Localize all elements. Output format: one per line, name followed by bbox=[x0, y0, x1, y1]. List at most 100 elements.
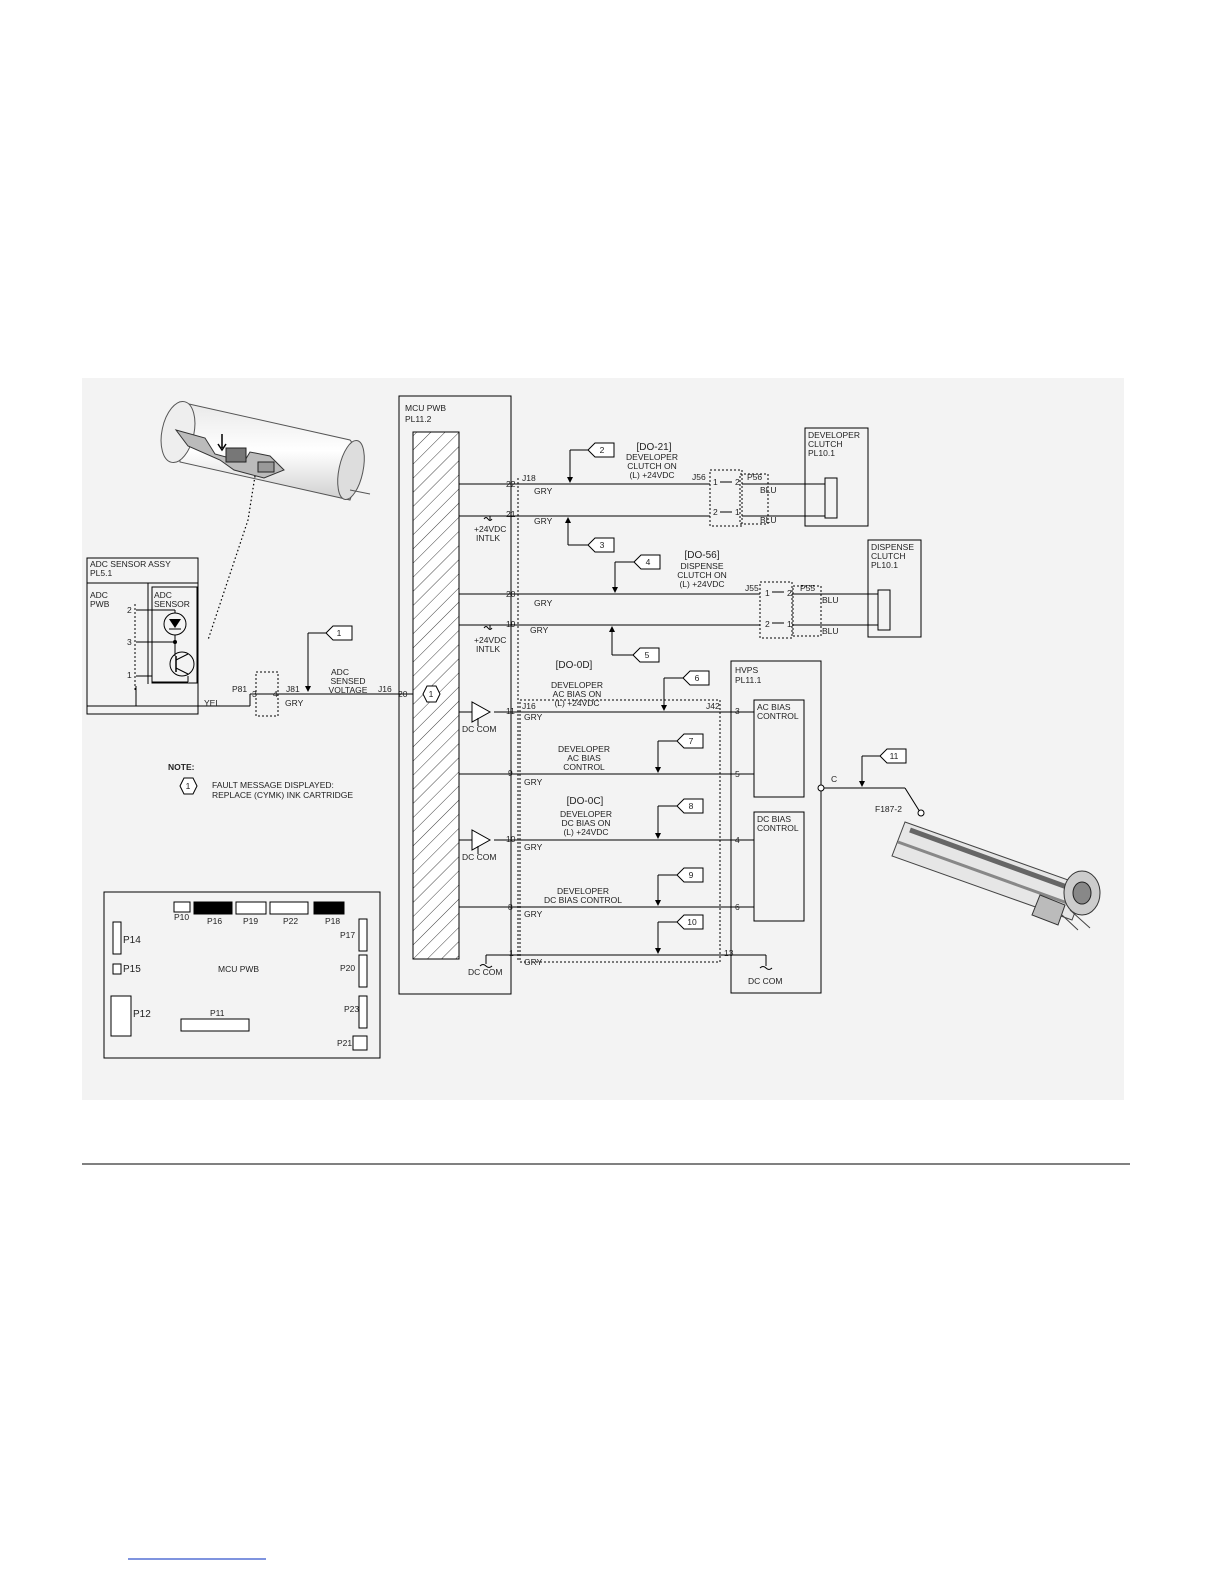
dc-com-mcu: DC COM bbox=[468, 967, 502, 977]
adc-assy-ref: PL5.1 bbox=[90, 568, 112, 578]
callout-10-number: 10 bbox=[687, 917, 697, 927]
ac-ctrl-desc-1: DEVELOPER bbox=[558, 744, 610, 754]
gry-10: GRY bbox=[524, 842, 543, 852]
note-text-1: FAULT MESSAGE DISPLAYED: bbox=[212, 780, 334, 790]
note-title: NOTE: bbox=[168, 762, 195, 772]
callout-8-number: 8 bbox=[689, 801, 694, 811]
gry-19: GRY bbox=[530, 625, 549, 635]
callout-11: 11 bbox=[859, 748, 907, 787]
mcu-board-layout: P10 P16 P19 P22 P18 P14 P15 P12 P11 P17 … bbox=[103, 891, 381, 1059]
board-p18 bbox=[313, 901, 345, 915]
hvps-pin-3: 3 bbox=[735, 706, 740, 716]
blu-disp-1: BLU bbox=[822, 595, 839, 605]
board-p20 bbox=[358, 954, 368, 988]
dc-com-11: DC COM bbox=[462, 724, 496, 734]
j56-p56-connector bbox=[709, 469, 743, 527]
callout-7: 7 bbox=[655, 733, 704, 773]
hvps-pin-13: 13 bbox=[724, 948, 734, 958]
do56-desc-2: CLUTCH ON bbox=[677, 570, 727, 580]
developer-roller-illustration bbox=[891, 821, 1101, 931]
wire-gry-adc-label: GRY bbox=[285, 698, 304, 708]
adc-assy-title: ADC SENSOR ASSY bbox=[90, 559, 171, 569]
callout-2: 2 bbox=[567, 442, 615, 483]
j16-label: J16 bbox=[522, 701, 536, 711]
callout-10: 10 bbox=[655, 914, 704, 954]
j55-p55-connector bbox=[759, 581, 793, 639]
board-p17 bbox=[358, 918, 368, 952]
board-p10-label: P10 bbox=[174, 912, 189, 922]
adc-signal-3: VOLTAGE bbox=[329, 685, 368, 695]
gry-1: GRY bbox=[524, 957, 543, 967]
callout-11-number: 11 bbox=[890, 751, 899, 761]
gry-11: GRY bbox=[524, 712, 543, 722]
callout-1: 1 bbox=[305, 625, 353, 692]
board-p22-label: P22 bbox=[283, 916, 298, 926]
do56-desc-3: (L) +24VDC bbox=[679, 579, 724, 589]
intlk-2-line2: INTLK bbox=[476, 644, 500, 654]
ac-bias-control-box bbox=[753, 699, 805, 798]
ac-box-1: AC BIAS bbox=[757, 702, 791, 712]
phototransistor-icon bbox=[169, 651, 195, 677]
note-text-2: REPLACE (CYMK) INK CARTRIDGE bbox=[212, 790, 353, 800]
callout-3: 3 bbox=[565, 517, 615, 553]
board-p10 bbox=[173, 901, 191, 913]
hvps-pin-5: 5 bbox=[735, 769, 740, 779]
adc-sensor-assy: ADC SENSOR ASSY PL5.1 ADC PWB ADC SENSOR… bbox=[86, 557, 199, 715]
hvps-pin-4: 4 bbox=[735, 835, 740, 845]
callout-6-number: 6 bbox=[695, 673, 700, 683]
board-p14 bbox=[112, 921, 122, 955]
intlk-1-line1: +24VDC bbox=[474, 524, 506, 534]
board-title: MCU PWB bbox=[218, 964, 259, 974]
board-p19 bbox=[235, 901, 267, 915]
do56-desc-1: DISPENSE bbox=[681, 561, 724, 571]
developer-clutch-box bbox=[804, 427, 869, 527]
hvps-out-label: C bbox=[831, 774, 837, 784]
j56-pin-1: 1 bbox=[713, 477, 718, 487]
callout-4: 4 bbox=[612, 554, 661, 593]
dc-ctrl-desc-2: DC BIAS CONTROL bbox=[544, 895, 622, 905]
callout-6: 6 bbox=[661, 670, 710, 711]
board-p23 bbox=[358, 995, 368, 1029]
adc-pin-1: 1 bbox=[127, 670, 132, 680]
do56-signal: [DO-56] bbox=[684, 550, 719, 561]
dc-bias-control-box bbox=[753, 811, 805, 922]
disp-clutch-title-2: CLUTCH bbox=[871, 551, 905, 561]
note-marker-number: 1 bbox=[186, 781, 191, 791]
intlk-2-line1: +24VDC bbox=[474, 635, 506, 645]
p55-pin-2: 2 bbox=[787, 588, 792, 598]
board-p14-label: P14 bbox=[123, 935, 141, 946]
j55-label: J55 bbox=[745, 583, 759, 593]
adc-pin-3: 3 bbox=[127, 637, 132, 647]
hvps-box bbox=[730, 660, 822, 994]
mcu-ref: PL11.2 bbox=[405, 414, 432, 424]
adc-signal-2: SENSED bbox=[331, 676, 366, 686]
adc-cylinder-illustration bbox=[160, 400, 371, 501]
developer-clutch-coil bbox=[824, 477, 838, 519]
p81-label: P81 bbox=[232, 684, 247, 694]
callout-1-number: 1 bbox=[337, 628, 342, 638]
p55-label: P55 bbox=[800, 583, 815, 593]
do0d-signal: [DO-0D] bbox=[556, 660, 593, 671]
adc-sensor-label-1: ADC bbox=[154, 590, 172, 600]
hvps-title: HVPS bbox=[735, 665, 758, 675]
sensor-location-leader bbox=[207, 475, 256, 641]
board-p19-label: P19 bbox=[243, 916, 258, 926]
dev-clutch-ref: PL10.1 bbox=[808, 448, 835, 458]
board-p23-label: P23 bbox=[344, 1004, 359, 1014]
ac-on-desc-3: (L) +24VDC bbox=[554, 698, 599, 708]
dc-box-1: DC BIAS bbox=[757, 814, 791, 824]
intlk-1-line2: INTLK bbox=[476, 533, 500, 543]
dc-com-hvps: DC COM bbox=[748, 976, 782, 986]
mcu-pin-8: 8 bbox=[508, 902, 513, 912]
callout-9-number: 9 bbox=[689, 870, 694, 880]
board-p12 bbox=[110, 995, 132, 1037]
dc-on-desc-2: DC BIAS ON bbox=[561, 818, 610, 828]
j16-j42-harness bbox=[519, 699, 721, 963]
j42-label: J42 bbox=[706, 701, 720, 711]
adc-pin-2: 2 bbox=[127, 605, 132, 615]
gry-8: GRY bbox=[524, 909, 543, 919]
dc-ctrl-desc-1: DEVELOPER bbox=[557, 886, 609, 896]
mcu-pin-19: 19 bbox=[506, 619, 516, 629]
disp-clutch-ref: PL10.1 bbox=[871, 560, 898, 570]
